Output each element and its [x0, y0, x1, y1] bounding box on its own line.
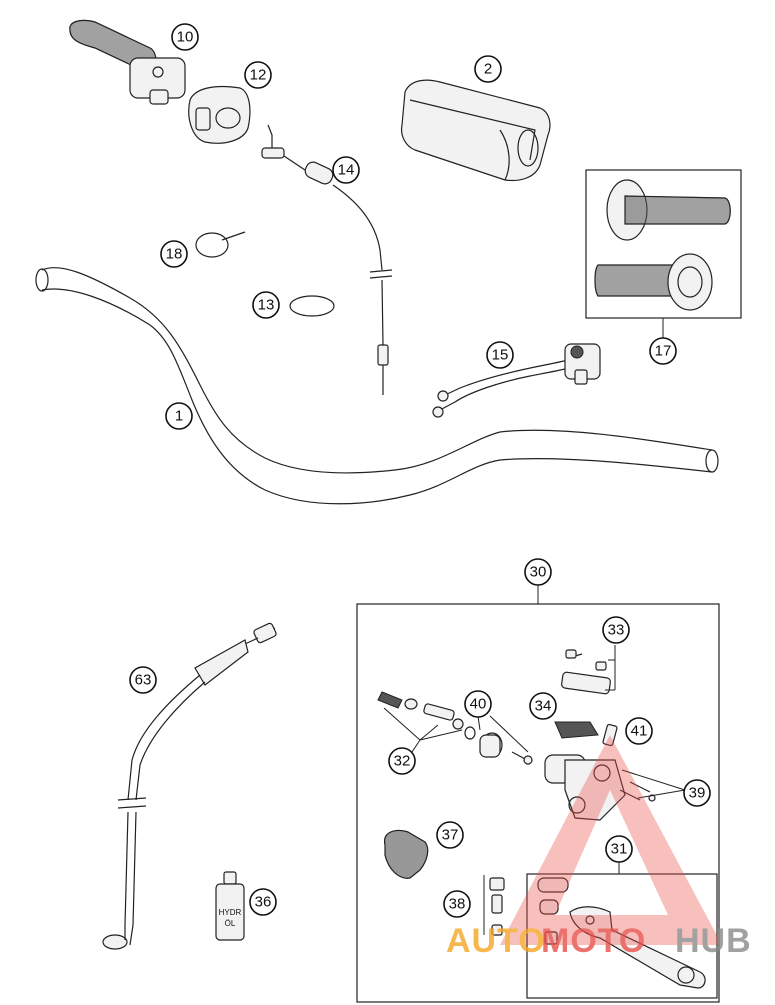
watermark: AUTO MOTO HUB — [446, 735, 752, 960]
watermark-triangle-icon — [500, 735, 722, 945]
callout-c31[interactable]: 31 — [605, 835, 633, 863]
brake-lever — [537, 877, 706, 989]
callout-label: 37 — [442, 827, 459, 844]
oil-label-line1: HYDR — [219, 908, 242, 917]
kill-switch — [432, 343, 601, 418]
callout-label: 30 — [530, 564, 547, 581]
callout-c13[interactable]: 13 — [252, 291, 280, 319]
callout-c30[interactable]: 30 — [524, 558, 552, 586]
throttle-cable — [261, 124, 393, 395]
o-ring — [289, 295, 335, 317]
reservoir-cover — [561, 645, 616, 695]
watermark-part3: HUB — [675, 922, 752, 960]
callout-c1[interactable]: 1 — [165, 402, 193, 430]
master-cylinder-frame — [356, 585, 720, 1003]
callout-label: 38 — [449, 896, 466, 913]
callout-label: 40 — [470, 696, 487, 713]
adjusting-screw — [483, 875, 505, 936]
grip-set — [585, 169, 742, 338]
callout-c39[interactable]: 39 — [683, 779, 711, 807]
callout-label: 32 — [394, 753, 411, 770]
watermark-part2: MOTO — [541, 922, 646, 960]
cable-tie — [195, 231, 246, 258]
callout-label: 63 — [135, 672, 152, 689]
callout-label: 34 — [535, 698, 552, 715]
callout-c37[interactable]: 37 — [436, 821, 464, 849]
callout-label: 17 — [655, 343, 672, 360]
callout-label: 10 — [177, 29, 194, 46]
handlebar-pad — [400, 79, 551, 182]
callout-c10[interactable]: 10 — [171, 23, 199, 51]
callout-c41[interactable]: 41 — [625, 717, 653, 745]
diaphragm — [554, 721, 599, 739]
callout-label: 18 — [166, 246, 183, 263]
callout-label: 13 — [258, 297, 275, 314]
callout-c18[interactable]: 18 — [160, 240, 188, 268]
callout-label: 39 — [689, 785, 706, 802]
callout-label: 2 — [484, 61, 492, 78]
throttle-housing-cover — [188, 85, 251, 144]
piston-kit — [377, 691, 476, 753]
callout-c14[interactable]: 14 — [332, 156, 360, 184]
callout-c12[interactable]: 12 — [244, 61, 272, 89]
callout-label: 12 — [250, 67, 267, 84]
callout-label: 31 — [611, 841, 628, 858]
callout-label: 41 — [631, 723, 648, 740]
lever-guard — [383, 829, 429, 879]
callout-c2[interactable]: 2 — [474, 55, 502, 83]
callout-label: 15 — [492, 347, 509, 364]
callout-c63[interactable]: 63 — [129, 666, 157, 694]
callout-label: 1 — [175, 408, 183, 425]
hydraulic-oil-bottle: HYDR ÖL — [215, 871, 245, 941]
clutch-cable — [102, 622, 277, 950]
oil-label-line2: ÖL — [225, 919, 236, 928]
callout-label: 14 — [338, 162, 355, 179]
callout-label: 36 — [255, 894, 272, 911]
handlebar — [35, 267, 719, 505]
callout-c34[interactable]: 34 — [529, 692, 557, 720]
watermark-part1: AUTO — [446, 922, 546, 960]
callout-c40[interactable]: 40 — [464, 690, 492, 718]
pin — [602, 723, 618, 747]
callout-c15[interactable]: 15 — [486, 341, 514, 369]
callout-c33[interactable]: 33 — [602, 616, 630, 644]
callout-c36[interactable]: 36 — [249, 888, 277, 916]
callout-c38[interactable]: 38 — [443, 890, 471, 918]
callout-c17[interactable]: 17 — [649, 337, 677, 365]
callout-label: 33 — [608, 622, 625, 639]
callout-c32[interactable]: 32 — [388, 747, 416, 775]
bellows-pushrod — [477, 715, 533, 765]
throttle-grip — [69, 19, 186, 105]
master-cylinder-body — [544, 754, 686, 821]
